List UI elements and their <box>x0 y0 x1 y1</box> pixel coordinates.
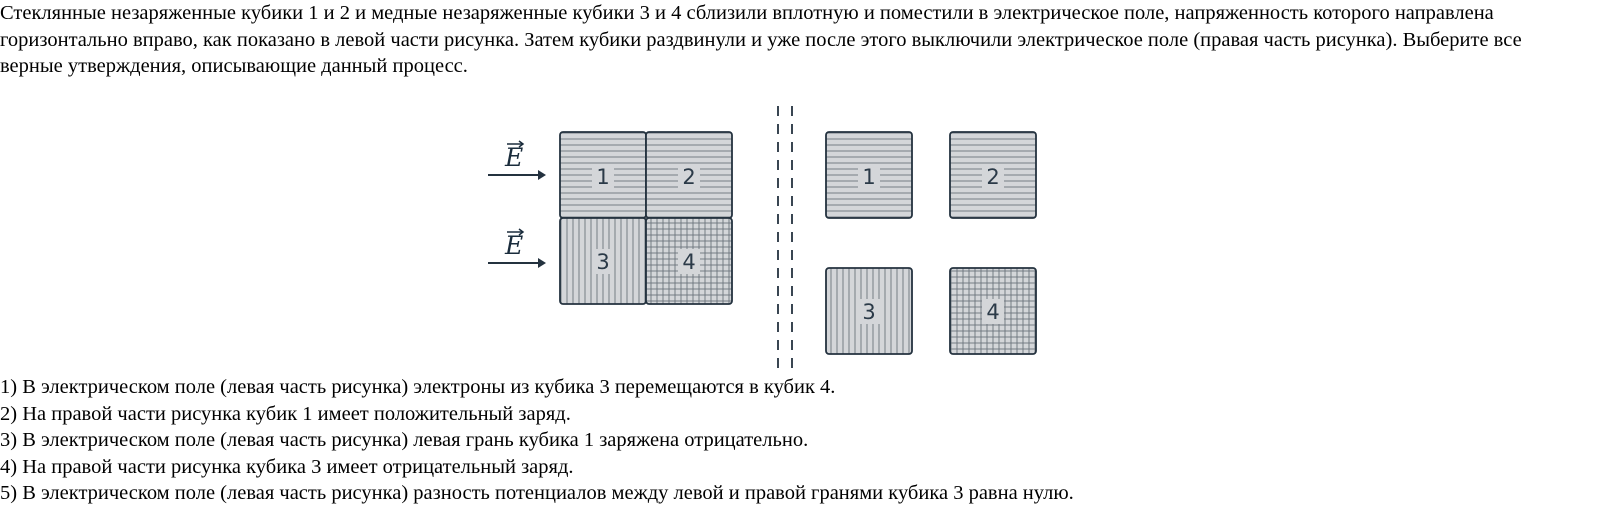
right-cube-1: 1 <box>825 131 913 219</box>
cube-label: 4 <box>986 300 999 324</box>
right-cube-3: 3 <box>825 267 913 355</box>
cube-label: 1 <box>596 165 609 189</box>
answer-options: 1) В электрическом поле (левая часть рис… <box>0 374 1074 507</box>
left-cube-4: 4 <box>645 217 733 305</box>
answer-option-4: 4) На правой части рисунка кубика 3 имее… <box>0 455 574 478</box>
vector-arrowhead-icon <box>518 228 525 236</box>
cube-label: 3 <box>596 250 609 274</box>
arrow-head-icon <box>538 258 546 268</box>
field-label-top: E <box>504 143 523 172</box>
vector-arrowhead-icon <box>518 140 525 148</box>
task-text: Стеклянные незаряженные кубики 1 и 2 и м… <box>0 2 1522 77</box>
answer-option-5: 5) В электрическом поле (левая часть рис… <box>0 482 1074 504</box>
left-cube-1: 1 <box>559 131 647 219</box>
cube-label: 3 <box>862 300 875 324</box>
right-cube-2: 2 <box>949 131 1037 219</box>
field-arrow-top: E <box>488 140 546 180</box>
figure: E E 1 2 3 4 1 <box>488 106 1037 375</box>
field-arrow-bottom: E <box>488 228 546 268</box>
cube-label: 4 <box>682 250 695 274</box>
answer-option-2: 2) На правой части рисунка кубик 1 имеет… <box>0 402 571 425</box>
left-cube-3: 3 <box>559 217 647 305</box>
cube-label: 2 <box>986 165 999 189</box>
answer-option-1: 1) В электрическом поле (левая часть рис… <box>0 376 836 398</box>
cube-label: 2 <box>682 165 695 189</box>
field-label-bottom: E <box>504 231 523 260</box>
right-cube-4: 4 <box>949 267 1037 355</box>
cube-label: 1 <box>862 165 875 189</box>
left-cube-2: 2 <box>645 131 733 219</box>
answer-option-3: 3) В электрическом поле (левая часть рис… <box>0 429 809 451</box>
separator-dashed <box>777 106 793 375</box>
arrow-head-icon <box>538 170 546 180</box>
